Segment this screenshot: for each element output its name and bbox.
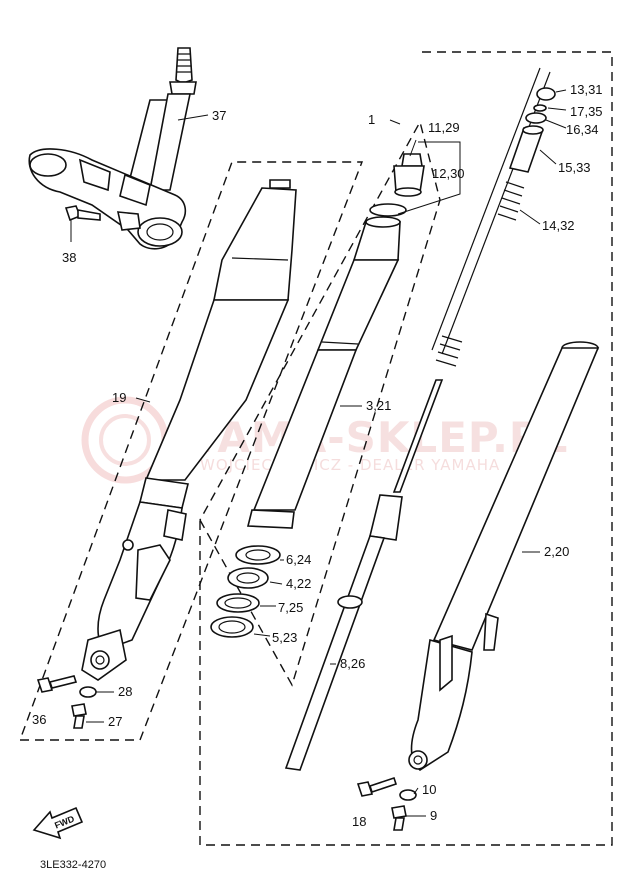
callout-1: 1 <box>368 112 375 127</box>
slide-metal <box>210 616 254 638</box>
callout-8-26: 8,26 <box>340 656 365 671</box>
inner-tube <box>246 216 401 529</box>
callout-13-31: 13,31 <box>570 82 603 97</box>
diagram-code: 3LE332-4270 <box>40 859 106 871</box>
watermark-subtitle: WOJCIECHOWICZ - DEALER YAMAHA <box>200 456 500 474</box>
callout-6-24: 6,24 <box>286 552 311 567</box>
callout-37: 37 <box>212 108 226 123</box>
callout-11-29: 11,29 <box>428 120 460 135</box>
group-boundary-right <box>199 51 613 846</box>
callout-9: 9 <box>430 808 437 823</box>
callout-18: 18 <box>352 814 366 829</box>
washer-28 <box>79 686 97 698</box>
callout-16-34: 16,34 <box>566 122 599 137</box>
callout-5-23: 5,23 <box>272 630 297 645</box>
watermark-title: YAMA-SKLEP.PL <box>189 413 568 462</box>
washer-16 <box>525 112 547 124</box>
cap-bolt <box>393 153 425 197</box>
bolt-27 <box>71 703 87 729</box>
dust-seal <box>235 545 281 565</box>
fwd-arrow-icon: FWD <box>32 806 84 840</box>
steering-stem <box>28 47 197 250</box>
callout-2-20: 2,20 <box>544 544 569 559</box>
callout-10: 10 <box>422 782 436 797</box>
callouts: 37 38 19 1 11,29 12,30 13,31 17,35 16,34… <box>32 82 603 829</box>
group-boundary-left <box>18 161 364 741</box>
callout-7-25: 7,25 <box>278 600 303 615</box>
callout-3-21: 3,21 <box>366 398 391 413</box>
clip <box>216 593 260 613</box>
callout-28: 28 <box>118 684 132 699</box>
callout-15-33: 15,33 <box>558 160 591 175</box>
damper-rod <box>284 379 444 771</box>
left-fork-assembly <box>81 179 297 681</box>
washer-10 <box>399 789 417 801</box>
callout-36: 36 <box>32 712 46 727</box>
bolt-9 <box>391 805 407 831</box>
callout-14-32: 14,32 <box>542 218 575 233</box>
washer-17 <box>533 104 547 112</box>
bolt-18 <box>356 776 398 797</box>
bolt-36 <box>36 675 78 693</box>
callout-38: 38 <box>62 250 76 265</box>
nut-13 <box>536 87 556 101</box>
callout-12-30: 12,30 <box>432 166 465 181</box>
callout-4-22: 4,22 <box>286 576 311 591</box>
o-ring <box>369 203 407 217</box>
spacer-15 <box>508 125 544 173</box>
callout-27: 27 <box>108 714 122 729</box>
outer-tube <box>408 341 600 771</box>
oil-seal <box>227 567 269 589</box>
bolt-38 <box>64 205 101 222</box>
leader-lines <box>70 89 567 817</box>
callout-17-35: 17,35 <box>570 104 603 119</box>
callout-19: 19 <box>112 390 126 405</box>
